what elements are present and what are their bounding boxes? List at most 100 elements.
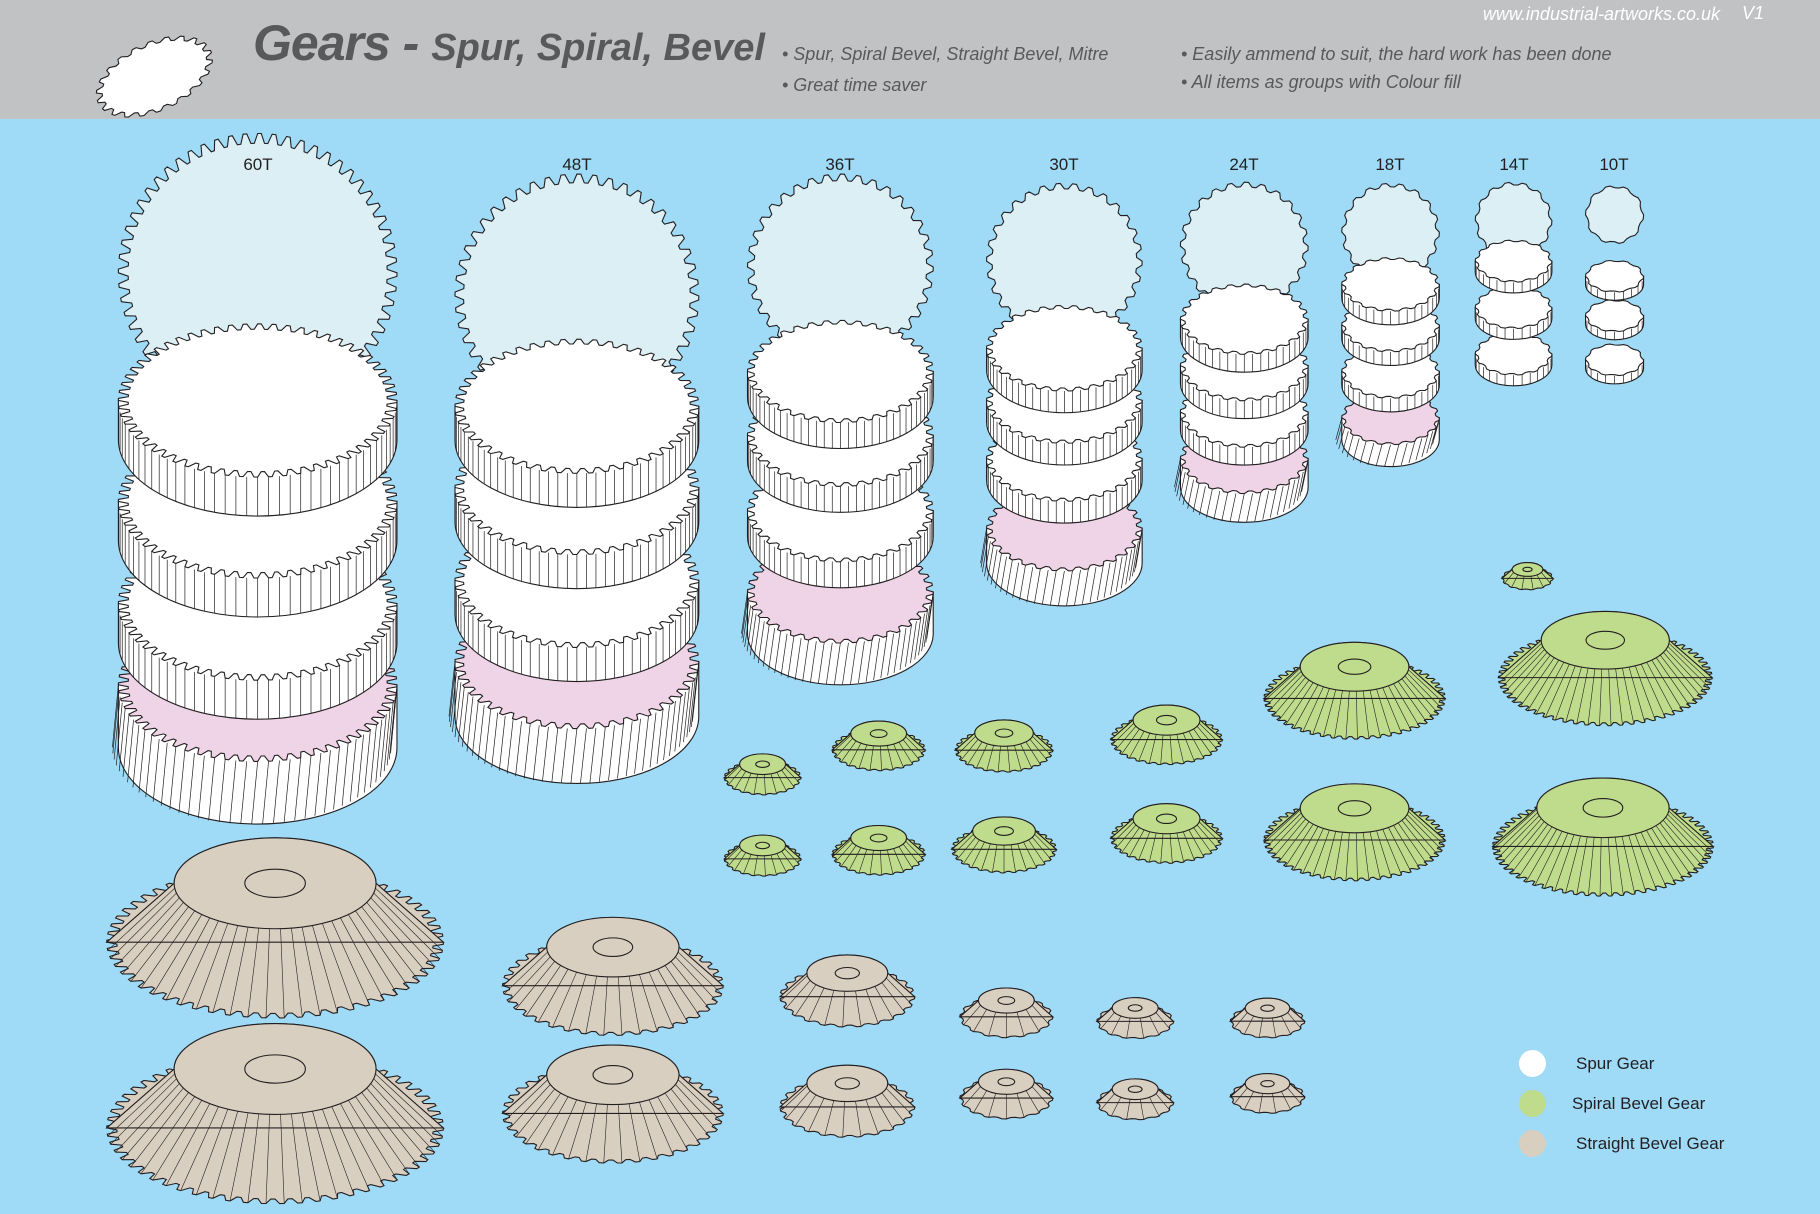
spiral-bevel-gear-tooth-line <box>1293 826 1319 871</box>
spiral-bevel-gear-tooth-line <box>1521 576 1525 590</box>
column-label-14t: 14T <box>1499 155 1529 174</box>
spiral-bevel-gear-tooth-line <box>1138 733 1151 762</box>
straight-bevel-gear-tooth-line <box>785 980 811 1009</box>
spiral-bevel-gear-tooth-line <box>1334 690 1343 739</box>
straight-bevel-gear-tooth-line <box>1031 1005 1050 1025</box>
spiral-bevel-gear-tooth-line <box>832 734 852 753</box>
straight-bevel-gear-tooth-line <box>515 1088 555 1138</box>
helical-gear-60t-tooth-line <box>160 743 168 806</box>
straight-bevel-gear-tooth-line <box>331 1106 370 1191</box>
straight-bevel-gear-tooth-line <box>1096 1088 1113 1103</box>
spiral-bevel-gear-tooth-line <box>1169 735 1173 765</box>
helical-gear-18t-tooth-line <box>1392 444 1400 467</box>
straight-bevel-gear-tooth-line <box>1157 1088 1174 1103</box>
spiral-bevel-gear-tooth-line <box>1312 688 1330 735</box>
straight-bevel-gear-tooth-line <box>678 1074 724 1114</box>
spiral-bevel-gear-tooth-line <box>784 767 800 783</box>
straight-bevel-gear-tooth-line <box>361 1092 420 1168</box>
spiral-bevel-gear-tooth-line <box>1020 743 1032 769</box>
spiral-bevel-gear-tooth-line <box>1669 640 1713 678</box>
spiral-bevel-gear-tooth-line <box>1268 674 1304 712</box>
spiral-bevel-gear-tooth-line <box>1663 652 1703 698</box>
spiral-bevel-gear-tooth-line <box>1493 812 1538 855</box>
straight-bevel-gear-tooth-line <box>247 1113 260 1203</box>
helical-gear-48t-tooth-line <box>669 700 676 756</box>
helical-gear-36t-tooth-line <box>749 613 757 656</box>
helical-gear-30t-tooth-line <box>1135 532 1143 568</box>
helical-gear-60t-tooth-line <box>357 734 364 798</box>
straight-bevel-gear-tooth-line <box>677 1079 722 1122</box>
title-sub: Spur, Spiral, Bevel <box>431 27 765 69</box>
spiral-bevel-gear-tooth-line <box>905 736 924 756</box>
helical-gear-36t-tooth-line <box>746 609 754 652</box>
helical-gear-18t-tooth-line <box>1432 422 1439 445</box>
spiral-bevel-gear-bore <box>869 729 888 739</box>
straight-bevel-gear-tooth-line <box>648 1099 674 1156</box>
helical-gear-36t-tooth-line <box>768 628 776 670</box>
straight-bevel-gear-tooth-line <box>881 982 906 1013</box>
spiral-bevel-gear-tooth-line <box>1355 832 1358 881</box>
straight-bevel-gear-bore <box>834 1077 860 1090</box>
helical-gear-36t-tooth-line <box>794 638 802 681</box>
helical-gear-36t-tooth-line <box>834 642 841 685</box>
spiral-bevel-gear-tooth-line <box>1182 831 1195 861</box>
spiral-bevel-gear-tooth-line <box>1599 837 1602 897</box>
helical-gear-24t-tooth-line <box>1293 475 1300 505</box>
helical-gear-18t-tooth-line <box>1341 431 1349 454</box>
spiral-bevel-gear-tooth-line <box>785 763 802 778</box>
helical-gear-60t-tooth-line <box>198 755 205 819</box>
straight-bevel-gear-tooth-line <box>1100 1012 1115 1030</box>
spiral-bevel-gear-tooth-line <box>1651 659 1684 711</box>
straight-bevel-gear-tooth-line <box>165 1103 210 1186</box>
spiral-bevel-gear-tooth-line <box>1668 807 1714 847</box>
spiral-bevel-gear-tooth-line <box>1634 665 1656 721</box>
title-main: Gears - <box>253 15 432 71</box>
straight-bevel-gear-tooth-line <box>824 1100 835 1136</box>
spiral-bevel-gear-tooth-line <box>1628 666 1646 723</box>
straight-bevel-gear-tooth-line <box>808 987 825 1022</box>
straight-bevel-gear-tooth-line <box>537 1096 569 1151</box>
helical-gear-36t-tooth-line <box>905 624 912 667</box>
spiral-bevel-gear-tooth-line <box>1193 728 1212 755</box>
spiral-bevel-gear-tooth-line <box>1668 643 1712 684</box>
spiral-bevel-gear-tooth-line <box>858 744 868 769</box>
spiral-bevel-gear-tooth-line <box>764 855 766 877</box>
straight-bevel-gear-tooth-line <box>1126 1099 1131 1120</box>
spiral-bevel-gear-tooth-line <box>1149 833 1157 863</box>
spiral-bevel-gear-tooth-line <box>1500 818 1542 865</box>
spiral-bevel-gear-tooth-line <box>776 772 787 792</box>
straight-bevel-gear-tooth-line <box>375 1068 444 1129</box>
straight-bevel-gear-bore <box>1260 1079 1275 1088</box>
helical-gear-24t-tooth-line <box>1221 492 1229 522</box>
straight-bevel-gear-tooth-line <box>525 965 561 1017</box>
straight-bevel-gear-tooth-line <box>502 946 547 986</box>
spiral-bevel-gear-tooth-line <box>1345 691 1350 739</box>
spiral-bevel-gear-bore <box>1155 714 1178 726</box>
spiral-bevel-gear-tooth-line <box>1035 830 1057 850</box>
spiral-bevel-gear-tooth-line <box>1264 668 1301 702</box>
spiral-bevel-gear-tooth-line <box>1188 731 1205 759</box>
straight-bevel-gear-tooth-line <box>1033 1000 1053 1018</box>
spur-gear-10t-face <box>1584 259 1645 293</box>
helical-gear-48t-tooth-line <box>461 692 469 747</box>
helical-gear-48t-tooth-line <box>491 712 499 768</box>
helical-gear-36t-tooth-line <box>918 613 925 656</box>
spiral-bevel-gear-tooth-line <box>1176 734 1185 764</box>
website-link[interactable]: www.industrial-artworks.co.uk <box>1482 4 1720 24</box>
spiral-bevel-gear-tooth-line <box>1520 657 1555 707</box>
straight-bevel-gear-tooth-line <box>618 1104 623 1163</box>
spiral-bevel-gear-tooth-line <box>1322 831 1337 879</box>
helical-gear-48t-tooth-line <box>449 666 456 722</box>
helical-gear-60t-tooth-line <box>115 702 123 766</box>
spiral-bevel-gear-tooth-line <box>886 849 894 875</box>
spiral-bevel-gear-tooth-line <box>960 739 979 761</box>
straight-bevel-gear-bore <box>592 1065 634 1085</box>
spiral-bevel-gear-tooth-line <box>1621 836 1636 895</box>
helical-gear-24t-tooth-line <box>1187 479 1194 509</box>
spiral-bevel-gear-tooth-line <box>1334 832 1343 880</box>
straight-bevel-gear-tooth-line <box>568 1101 587 1159</box>
helical-gear-24t-tooth-line <box>1206 488 1213 518</box>
spiral-bevel-gear-tooth-line <box>781 769 795 788</box>
spur-gear-14t-face <box>1474 239 1553 283</box>
spiral-bevel-gear-tooth-line <box>1121 728 1140 755</box>
